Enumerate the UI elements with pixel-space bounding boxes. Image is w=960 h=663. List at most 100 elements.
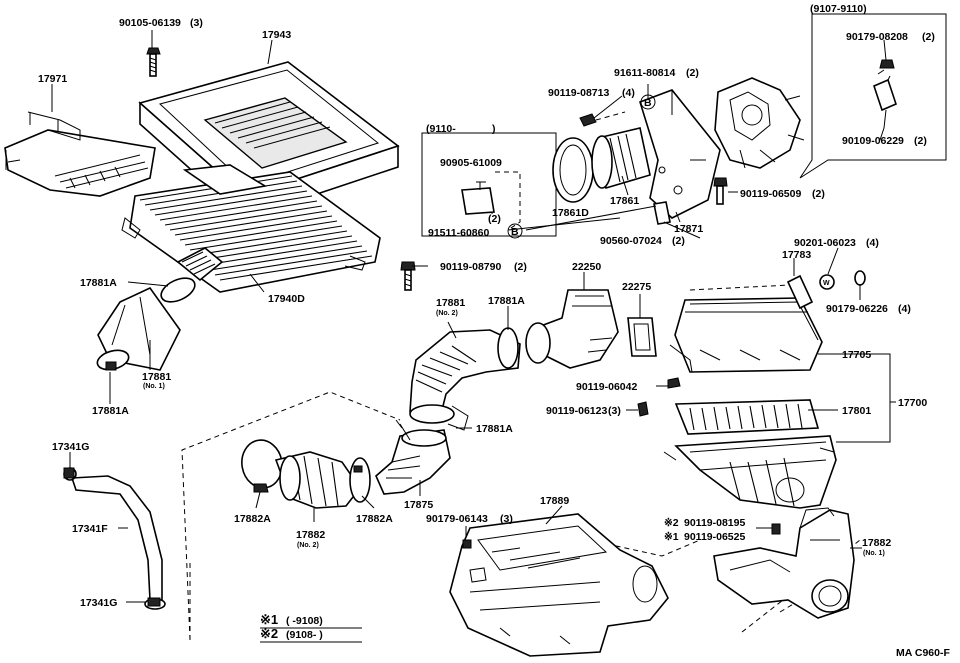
- label-90179-06143: 90179-06143: [426, 513, 488, 525]
- label-17971: 17971: [38, 73, 67, 85]
- label-90105-06139: 90105-06139: [119, 17, 181, 29]
- label-90119-08195: 90119-08195: [684, 517, 745, 529]
- hose-17881-no2: [409, 327, 521, 431]
- label-17882: 17882: [296, 529, 325, 541]
- label-star2: ※2: [664, 517, 679, 529]
- label-91611-80814: 91611-80814: [614, 67, 675, 79]
- clip-17783: [786, 274, 814, 310]
- grommet-90179-06226: [854, 270, 866, 286]
- bolt-90119-08790: [400, 261, 416, 291]
- airflow-meter-22250: [525, 289, 619, 369]
- label-17882A: 17882A: [356, 513, 393, 525]
- bolt-90119-06509: [713, 177, 728, 205]
- label-90560-07024: 90560-07024: [600, 235, 662, 247]
- hose-17341F: [63, 467, 166, 610]
- label-90119-08790: 90119-08790: [440, 261, 501, 273]
- label-17861D: 17861D: [552, 207, 589, 219]
- label-no1: (No. 1): [143, 383, 165, 390]
- label-qty: (4): [898, 303, 911, 315]
- label-17881A: 17881A: [488, 295, 525, 307]
- bolt-90119-06042: [667, 377, 681, 389]
- hose-17875: [375, 419, 451, 495]
- vsv-90179-08208: [873, 59, 897, 129]
- label-22275: 22275: [622, 281, 651, 293]
- label-qty: (2): [914, 135, 927, 147]
- legend-underline: [260, 627, 362, 643]
- label-17341F: 17341F: [72, 523, 108, 535]
- label-qty: (4): [622, 87, 635, 99]
- label-17875: 17875: [404, 499, 433, 511]
- hose-17882-no2: [241, 439, 371, 509]
- element-17801: [674, 399, 820, 435]
- circle-b-icon: [640, 94, 656, 110]
- label-17783: 17783: [782, 249, 811, 261]
- label-17705: 17705: [842, 349, 871, 361]
- label-w: W: [823, 280, 830, 287]
- label-90905-61009: 90905-61009: [440, 157, 502, 169]
- gasket-22275: [627, 317, 657, 357]
- cap-17705: [669, 297, 823, 373]
- label-17871: 17871: [674, 223, 703, 235]
- label-qty: (3): [608, 405, 621, 417]
- label-17801: 17801: [842, 405, 871, 417]
- label-qty: (3): [500, 513, 513, 525]
- label-91511-60860: 91511-60860: [428, 227, 489, 239]
- washer-w: [819, 274, 835, 290]
- label-90119-06123: 90119-06123: [546, 405, 607, 417]
- label-90109-06229: 90109-06229: [842, 135, 904, 147]
- label-17341G: 17341G: [80, 597, 117, 609]
- hose-17861D: [552, 137, 594, 203]
- label-b: B: [644, 97, 652, 109]
- label-no2: (No. 2): [297, 542, 319, 549]
- legend-text-1: ( -9108): [286, 615, 323, 627]
- grommet-90560-07024: [653, 201, 671, 225]
- label-90119-06042: 90119-06042: [576, 381, 637, 393]
- label-17700: 17700: [898, 397, 927, 409]
- bracket-17971: [4, 111, 156, 197]
- label-no2: (No. 2): [436, 310, 458, 317]
- label-17881: 17881: [436, 297, 465, 309]
- bolt-90105-06139: [146, 47, 161, 77]
- label-90179-06226: 90179-06226: [826, 303, 888, 315]
- label-17881A: 17881A: [476, 423, 513, 435]
- label-range-paren: ): [492, 123, 496, 135]
- label-no1: (No. 1): [863, 550, 885, 557]
- hose-17881-no1: [96, 247, 224, 371]
- label-range-9107-9110: (9107-9110): [810, 3, 867, 15]
- label-17940D: 17940D: [268, 293, 305, 305]
- label-90201-06023: 90201-06023: [794, 237, 856, 249]
- resonator-17889: [449, 513, 669, 657]
- hose-17861: [591, 127, 651, 190]
- diagram-code: MA C960-F: [896, 647, 950, 659]
- label-qty: (2): [686, 67, 699, 79]
- bracket-17871: [639, 89, 721, 219]
- label-17341G: 17341G: [52, 441, 89, 453]
- case-lower: [663, 435, 837, 509]
- label-90119-08713: 90119-08713: [548, 87, 609, 99]
- label-22250: 22250: [572, 261, 601, 273]
- label-qty: (2): [812, 188, 825, 200]
- part-labels: 90105-06139 (3) 17943 17971 17940D 90119…: [38, 3, 950, 659]
- label-17881A: 17881A: [92, 405, 129, 417]
- throttle-body: [714, 77, 805, 169]
- vsv-90905-61009: [461, 171, 521, 231]
- label-star1: ※1: [664, 531, 679, 543]
- label-90119-06525: 90119-06525: [684, 531, 745, 543]
- bolt-90119-08713: [579, 111, 626, 127]
- label-17881: 17881: [142, 371, 171, 383]
- circle-b-icon: [507, 223, 523, 239]
- label-17881A: 17881A: [80, 277, 117, 289]
- leader-lines: [51, 30, 896, 603]
- label-qty: (2): [672, 235, 685, 247]
- label-qty: (4): [866, 237, 879, 249]
- label-90179-08208: 90179-08208: [846, 31, 908, 43]
- label-17889: 17889: [540, 495, 569, 507]
- label-17882A: 17882A: [234, 513, 271, 525]
- duct-17882-no1: [713, 507, 855, 619]
- label-qty: (3): [190, 17, 203, 29]
- label-qty: (2): [922, 31, 935, 43]
- label-17882: 17882: [862, 537, 891, 549]
- legend-text-2: (9108- ): [286, 629, 323, 641]
- label-range-9110: (9110-: [426, 123, 456, 135]
